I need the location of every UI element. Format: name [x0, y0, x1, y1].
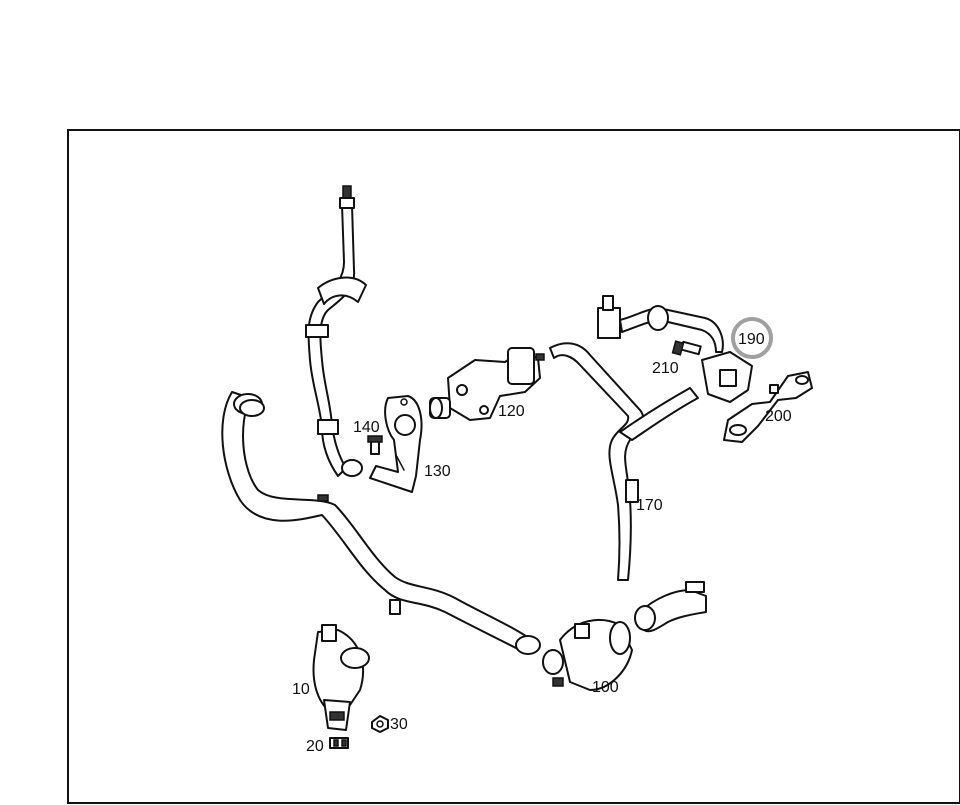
valve-100[interactable]	[542, 619, 633, 691]
label-120: 120	[498, 403, 525, 420]
diagram-frame	[67, 129, 960, 804]
pump-10[interactable]	[312, 624, 370, 731]
label-210: 210	[652, 360, 679, 377]
valve-120[interactable]	[429, 347, 545, 421]
nut-30[interactable]	[371, 715, 389, 733]
label-30: 30	[390, 716, 408, 733]
valve-190[interactable]	[619, 305, 753, 403]
label-130: 130	[424, 463, 451, 480]
bracket-200[interactable]	[723, 371, 813, 443]
label-200: 200	[765, 408, 792, 425]
bracket-130[interactable]	[369, 395, 423, 493]
label-20: 20	[306, 738, 324, 755]
pipe-170[interactable]	[549, 295, 699, 581]
label-140: 140	[353, 419, 380, 436]
highlight-ring	[731, 317, 773, 359]
coolant-hose-main[interactable]	[221, 391, 541, 655]
label-10: 10	[292, 681, 310, 698]
elbow-hose[interactable]	[634, 581, 707, 633]
label-100: 100	[592, 679, 619, 696]
clip-20[interactable]	[329, 737, 349, 749]
label-170: 170	[636, 497, 663, 514]
coolant-pipe-upper[interactable]	[305, 185, 367, 477]
label-190: 190	[738, 331, 765, 348]
screw-210[interactable]	[671, 340, 702, 356]
bolt-140[interactable]	[367, 435, 383, 455]
